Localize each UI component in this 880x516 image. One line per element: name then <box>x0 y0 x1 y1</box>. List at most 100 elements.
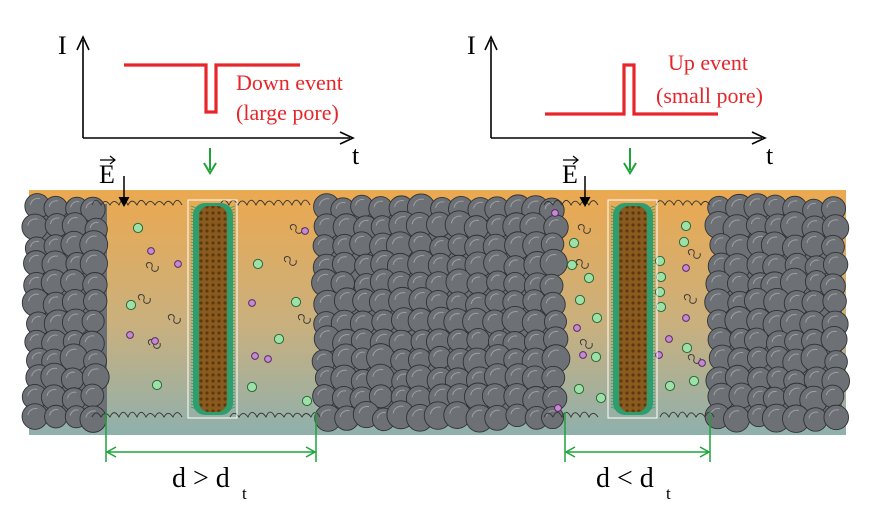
pore-bead-highlight <box>415 333 425 341</box>
rod-hair <box>229 406 236 410</box>
rod-hair <box>610 322 617 326</box>
rod-hair <box>610 346 617 350</box>
ion-green <box>654 286 666 298</box>
rod-hair <box>190 274 197 278</box>
rod-hair <box>229 400 236 404</box>
pore-bead-highlight <box>826 239 836 246</box>
rod-hair <box>649 256 656 260</box>
pore-bead <box>60 367 85 391</box>
ion-green <box>273 333 285 345</box>
rod-hair <box>190 250 197 254</box>
rod-hair <box>610 319 617 323</box>
pore-bead <box>820 384 845 408</box>
pore-bead-highlight <box>789 257 800 265</box>
rod-hair <box>610 325 617 329</box>
surface-squiggle <box>577 224 591 234</box>
rod-hair <box>610 205 617 209</box>
pore-bead-highlight <box>411 369 423 378</box>
rod-hair <box>649 337 656 341</box>
ion-purple <box>554 404 562 412</box>
pore-bead-highlight <box>752 235 763 244</box>
pore-bead-highlight <box>507 310 518 319</box>
rod-hair <box>649 223 656 227</box>
pore-bead-highlight <box>728 219 740 228</box>
rod-hair <box>229 388 236 392</box>
rod-hair <box>229 265 236 269</box>
pore-bead-highlight <box>489 409 500 417</box>
pore-bead-highlight <box>827 219 839 227</box>
pore-bead-highlight <box>766 236 778 245</box>
rod-hair <box>649 283 656 287</box>
surface-squiggle <box>91 199 183 206</box>
pore-bead-highlight <box>413 235 423 243</box>
rod-hair <box>190 265 197 269</box>
left-dimension: d > d t <box>105 412 317 503</box>
pore-bead-highlight <box>337 238 347 245</box>
pore-bead-highlight <box>770 350 781 358</box>
pore-bead-highlight <box>356 373 366 381</box>
pore-bead-highlight <box>392 405 404 414</box>
rod-hair <box>229 313 236 317</box>
pore-bead-highlight <box>508 276 518 283</box>
rod-hair <box>190 256 197 260</box>
pore-bead-highlight <box>771 370 781 378</box>
rod-hair <box>649 406 656 410</box>
rod-hair <box>190 337 197 341</box>
pore-bead-highlight <box>356 332 366 340</box>
rod-hair <box>229 232 236 236</box>
rod-hair <box>190 349 197 353</box>
pore-bead <box>81 309 105 333</box>
pore-bead-highlight <box>529 277 541 285</box>
rod-hair <box>190 238 197 242</box>
rod-hair <box>229 316 236 320</box>
left-current-trace <box>124 63 300 114</box>
rod-hair <box>190 295 197 299</box>
rod-hair <box>229 394 236 398</box>
pore-bead-highlight <box>49 409 59 416</box>
rod-hair <box>229 376 236 380</box>
pore-bead-highlight <box>434 240 444 247</box>
rod-hair <box>229 229 236 233</box>
rod-hair <box>229 289 236 293</box>
rod-hair <box>610 253 617 257</box>
pore-bead-highlight <box>359 257 369 265</box>
rod-hair <box>229 283 236 287</box>
right-event-label-line1: Up event <box>668 50 748 75</box>
rod-hair <box>649 220 656 224</box>
rod-hair <box>649 331 656 335</box>
rod-hair <box>190 232 197 236</box>
pore-bead-highlight <box>729 258 740 266</box>
rod-hair <box>190 340 197 344</box>
rod-hair <box>610 208 617 212</box>
rod-hair <box>610 268 617 272</box>
pore-bead-highlight <box>48 238 59 246</box>
pore-bead-highlight <box>339 410 350 418</box>
rod-hair <box>229 223 236 227</box>
pore-bead-highlight <box>752 276 763 285</box>
ion-green <box>595 392 607 404</box>
pore-bead-highlight <box>809 371 820 379</box>
rod-hair <box>229 325 236 329</box>
pore-bead-highlight <box>65 348 77 357</box>
pore-bead-highlight <box>548 330 559 338</box>
rod-hair <box>190 319 197 323</box>
ion-green <box>125 299 137 311</box>
pore-bead-highlight <box>829 354 839 361</box>
rod-hair <box>610 217 617 221</box>
rod-hair <box>649 373 656 377</box>
rod-hair <box>649 253 656 257</box>
pore-bead-highlight <box>492 334 502 341</box>
rod-hair <box>649 370 656 374</box>
surface-squiggle <box>687 249 701 259</box>
rod-hair <box>610 238 617 242</box>
rod-hair <box>649 325 656 329</box>
rod-hair <box>649 295 656 299</box>
pore-bead-highlight <box>376 313 387 321</box>
pore-wall-block <box>311 193 571 433</box>
rod-hair <box>190 367 197 371</box>
rod-hair <box>229 253 236 257</box>
pore-bead <box>822 288 847 314</box>
surface-squiggle <box>579 339 593 349</box>
pore-bead-highlight <box>788 353 799 362</box>
